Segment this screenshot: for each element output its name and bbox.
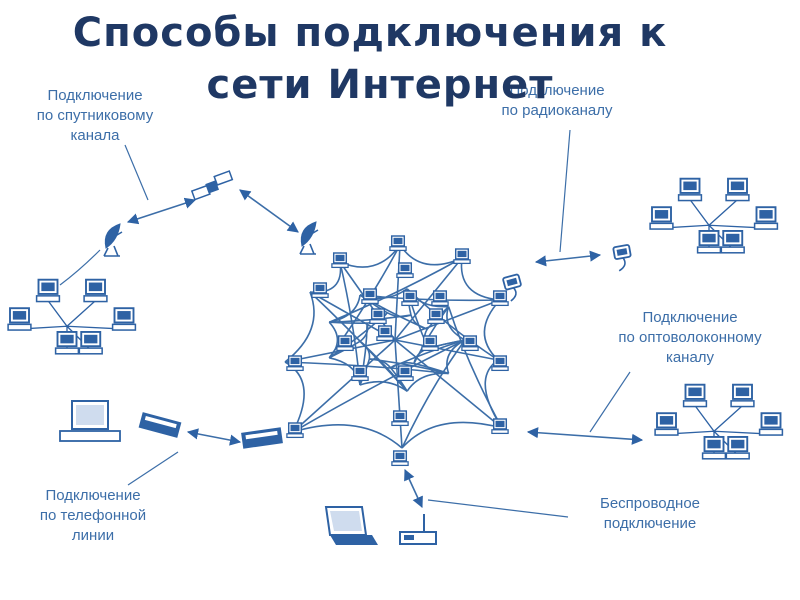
- connection-arrow: [126, 197, 197, 225]
- page-title-line-2: сети Интернет: [206, 62, 554, 108]
- lan-cluster-left: [7, 278, 137, 355]
- web-node-computer-icon: [431, 290, 449, 307]
- modem-icon: [241, 427, 283, 449]
- pointer-line-fiber: [589, 371, 631, 433]
- web-node-computer-icon: [336, 335, 354, 352]
- devices: [7, 170, 784, 545]
- web-node-computer-icon: [401, 290, 419, 307]
- access-point-icon: [399, 514, 437, 545]
- web-node-computer-icon: [376, 325, 394, 342]
- connection-arrow: [534, 250, 602, 267]
- web-node-computer-icon: [351, 365, 369, 382]
- web-node-computer-icon: [389, 235, 407, 252]
- web-node-computer-icon: [391, 450, 409, 467]
- web-node-computer-icon: [311, 282, 329, 299]
- lan-cluster-top-right: [649, 177, 779, 254]
- lan-cluster-bottom-right: [654, 383, 784, 460]
- web-node-computer-icon: [461, 335, 479, 352]
- pointer-line-satellite: [124, 144, 149, 201]
- web-node-computer-icon: [453, 248, 471, 265]
- radio-modem-icon: [612, 244, 632, 272]
- satellite-dish-icon: [299, 221, 319, 255]
- web-node-computer-icon: [391, 410, 409, 427]
- web-node-computer-icon: [491, 290, 509, 307]
- web-node-computer-icon: [369, 308, 387, 325]
- modem-icon: [138, 412, 182, 438]
- connection-arrow: [239, 189, 299, 233]
- connection-links: [59, 129, 644, 518]
- desktop-computer-icon: [59, 400, 121, 442]
- connection-arrow: [186, 428, 242, 446]
- web-node-computer-icon: [421, 335, 439, 352]
- satellite-icon: [190, 170, 234, 201]
- satellite-dish-icon: [103, 223, 123, 257]
- web-node-computer-icon: [396, 262, 414, 279]
- pointer-line-phone: [127, 451, 179, 486]
- web-node-computer-icon: [427, 308, 445, 325]
- page-title-line-1: Способы подключения к: [72, 10, 668, 56]
- radio-modem-icon: [502, 273, 522, 302]
- web-node-computer-icon: [491, 418, 509, 435]
- laptop-icon: [324, 506, 378, 545]
- internet-web: [284, 235, 509, 467]
- pointer-line-wireless: [427, 499, 569, 518]
- web-node-computer-icon: [286, 355, 304, 372]
- connection-arrow: [526, 427, 644, 445]
- pointer-line-radio: [559, 129, 571, 253]
- connection-arrow: [404, 468, 423, 509]
- web-node-computer-icon: [286, 422, 304, 439]
- web-node-computer-icon: [331, 252, 349, 269]
- web-node-computer-icon: [396, 365, 414, 382]
- web-node-computer-icon: [491, 355, 509, 372]
- web-node-computer-icon: [361, 288, 379, 305]
